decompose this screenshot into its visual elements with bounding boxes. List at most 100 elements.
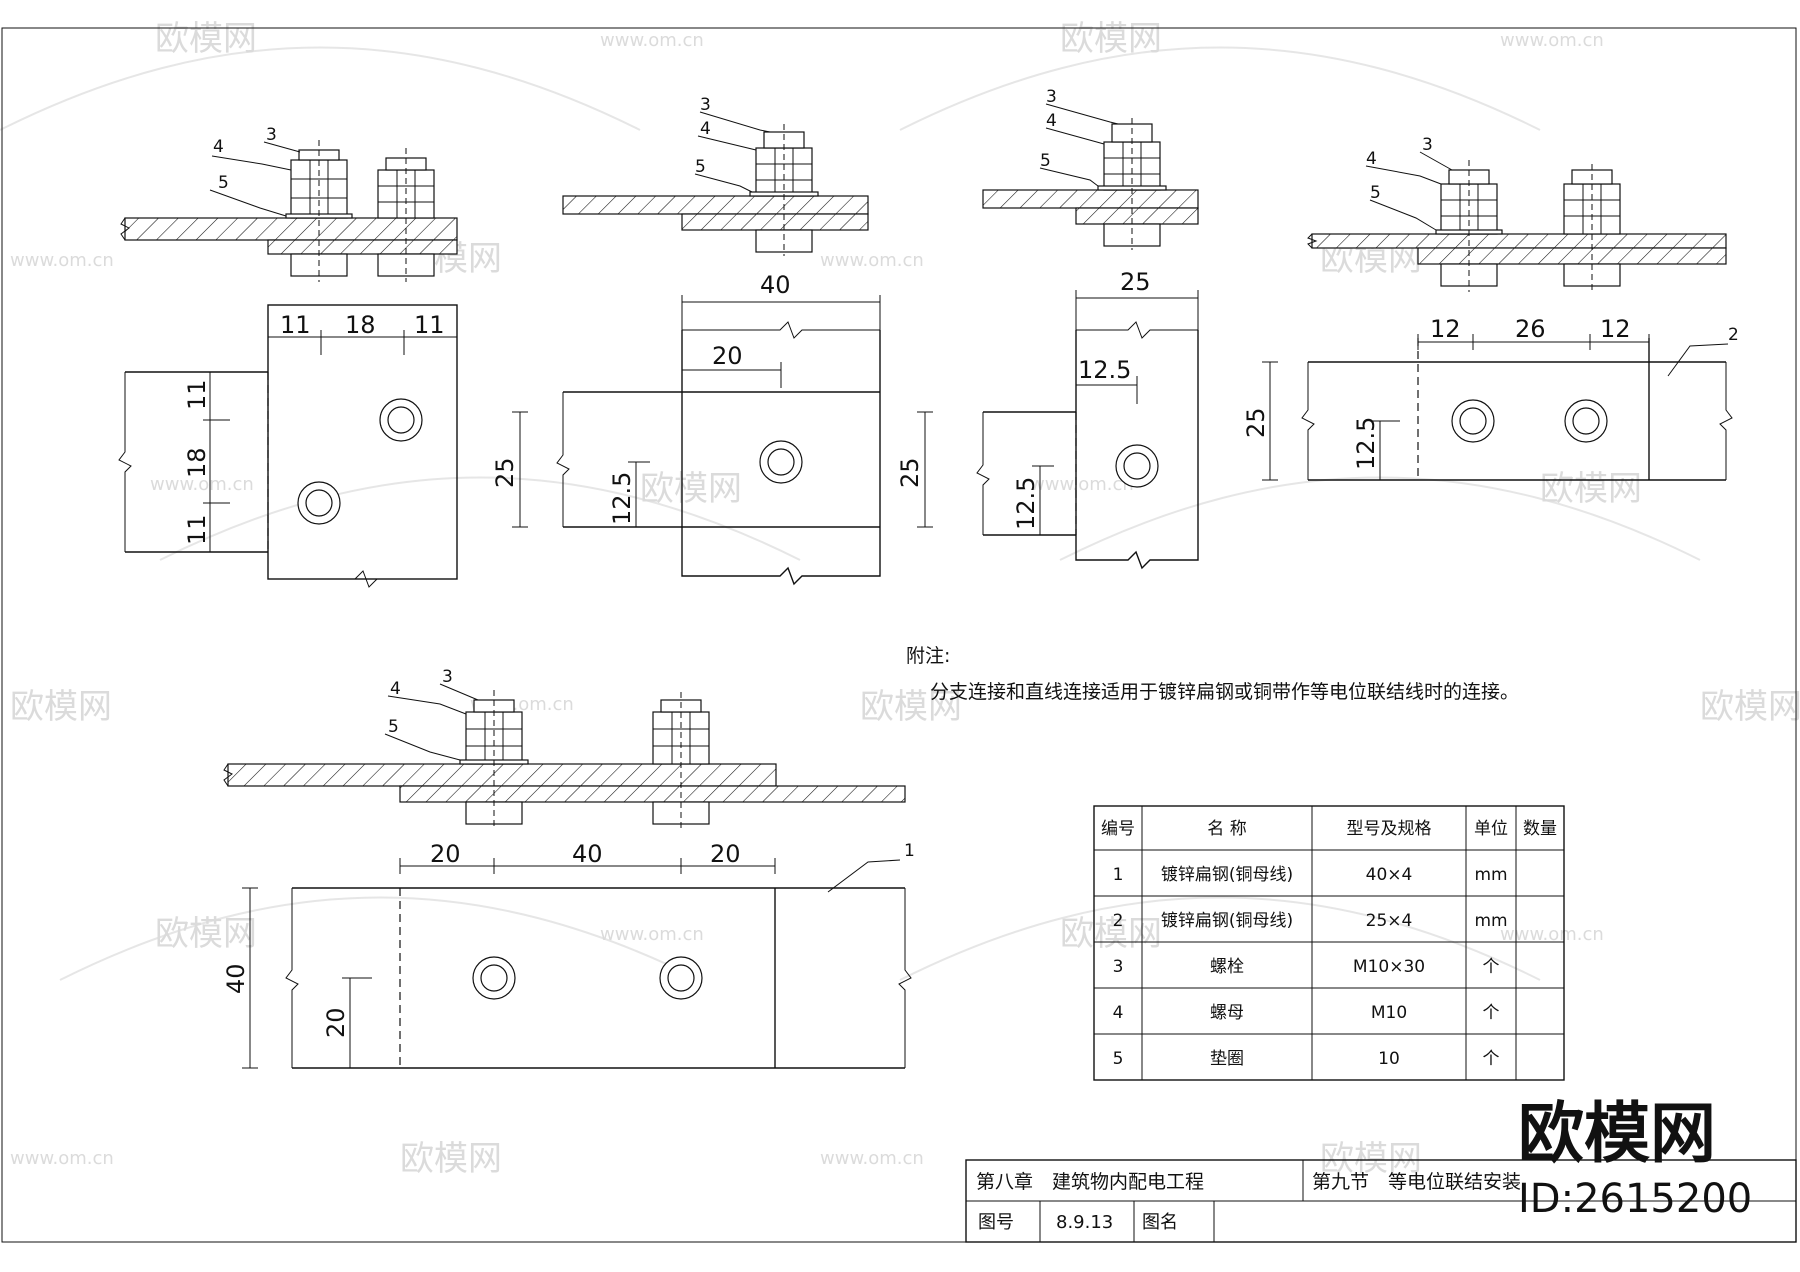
table-header-cell: 数量 <box>1523 819 1557 839</box>
table-cell: M10×30 <box>1353 957 1425 977</box>
table-cell: 4 <box>1113 1003 1124 1023</box>
table-cell: 40×4 <box>1366 865 1413 885</box>
view-4-plan: 12 26 12 2 25 12.5 <box>1242 315 1739 481</box>
view-1-plan: 11 18 11 11 18 11 <box>118 304 458 588</box>
table-header-cell: 单位 <box>1474 819 1508 839</box>
watermark-site: www.om.cn <box>600 30 704 51</box>
sheet-border <box>1 27 1797 1243</box>
table-cell: 2 <box>1113 911 1124 931</box>
watermark-brand: 欧模网 <box>860 687 962 727</box>
watermark-stamp: 欧模网 ID:2615200 <box>1518 1095 1752 1222</box>
callout-label: 3 <box>1422 135 1433 155</box>
view-2: 3 4 5 40 20 25 12.5 25 <box>491 95 933 586</box>
callout-label: 3 <box>266 125 277 145</box>
table-cell: 垫圈 <box>1210 1049 1244 1069</box>
note-block: 附注: 分支连接和直线连接适用于镀锌扁钢或铜带作等电位联结线时的连接。 <box>906 645 1519 703</box>
watermark-site: www.om.cn <box>10 250 114 271</box>
watermark-site: www.om.cn <box>1500 30 1604 51</box>
view-1-section: 4 3 5 <box>120 125 458 282</box>
note-heading: 附注: <box>906 645 950 667</box>
callout-label: 5 <box>218 173 229 193</box>
dimension-label: 12 <box>1600 315 1631 343</box>
watermark-site: www.om.cn <box>10 1148 114 1169</box>
watermark-brand: 欧模网 <box>1060 914 1162 954</box>
view-2-plan: 40 20 25 12.5 25 <box>491 271 933 586</box>
table-row: 3 螺栓 M10×30 个 <box>1113 957 1500 977</box>
watermark-site: www.om.cn <box>1500 924 1604 945</box>
drawing-number-label: 图号 <box>978 1212 1014 1233</box>
title-chapter: 第八章 建筑物内配电工程 <box>976 1171 1204 1193</box>
watermark-site: www.om.cn <box>820 250 924 271</box>
dimension-label: 40 <box>572 840 603 868</box>
watermark-brand: 欧模网 <box>1060 19 1162 59</box>
table-cell: mm <box>1474 911 1507 931</box>
callout-label: 1 <box>904 841 915 861</box>
dimension-label: 20 <box>712 342 743 370</box>
callout-label: 4 <box>213 137 224 157</box>
view-4: 4 3 5 12 26 12 2 25 12. <box>1242 135 1739 481</box>
watermark-site: www.om.cn <box>1030 474 1134 495</box>
table-cell: 1 <box>1113 865 1124 885</box>
callout-label: 5 <box>1040 151 1051 171</box>
dimension-label: 11 <box>183 514 211 545</box>
table-row: 1 镀锌扁钢(铜母线) 40×4 mm <box>1113 865 1508 885</box>
view-2-section: 3 4 5 <box>562 95 869 256</box>
table-row: 4 螺母 M10 个 <box>1113 1003 1500 1023</box>
dimension-label: 12.5 <box>1078 356 1131 384</box>
view-5-plan: 20 40 20 1 40 20 <box>222 840 915 1069</box>
watermark-brand-large: 欧模网 <box>1518 1095 1716 1172</box>
dimension-label: 18 <box>183 447 211 478</box>
table-row: 5 垫圈 10 个 <box>1113 1049 1500 1069</box>
watermark-id: ID:2615200 <box>1518 1176 1752 1222</box>
table-header: 编号 名 称 型号及规格 单位 数量 <box>1101 819 1557 839</box>
parts-table: 编号 名 称 型号及规格 单位 数量 1 镀锌扁钢(铜母线) 40×4 mm 2… <box>1093 805 1565 1081</box>
dimension-label: 25 <box>491 457 519 488</box>
view-5: 4 3 5 20 40 20 1 40 20 <box>222 667 915 1069</box>
watermark-site: www.om.cn <box>150 474 254 495</box>
view-1: 4 3 5 11 18 11 11 18 11 <box>118 125 458 588</box>
dimension-label: 20 <box>710 840 741 868</box>
dimension-label: 40 <box>222 963 250 994</box>
table-header-cell: 型号及规格 <box>1347 819 1432 839</box>
table-cell: 螺母 <box>1210 1003 1244 1023</box>
watermark-brand: 欧模网 <box>400 1139 502 1179</box>
title-section: 第九节 等电位联结安装 <box>1312 1171 1521 1193</box>
dimension-label: 11 <box>280 311 311 339</box>
callout-label: 5 <box>388 717 399 737</box>
table-cell: mm <box>1474 865 1507 885</box>
callout-label: 4 <box>700 119 711 139</box>
dimension-label: 18 <box>345 311 376 339</box>
watermark-brand: 欧模网 <box>155 914 257 954</box>
table-cell: 3 <box>1113 957 1124 977</box>
table-cell: 镀锌扁钢(铜母线) <box>1161 865 1293 885</box>
dimension-label: 11 <box>414 311 445 339</box>
callout-label: 2 <box>1728 325 1739 345</box>
watermark-site: www.om.cn <box>600 924 704 945</box>
table-cell: 螺栓 <box>1210 957 1244 977</box>
table-cell: M10 <box>1371 1003 1407 1023</box>
table-cell: 10 <box>1378 1049 1400 1069</box>
dimension-label: 25 <box>1120 268 1151 296</box>
dimension-label: 20 <box>322 1007 350 1038</box>
dimension-label: 26 <box>1515 315 1546 343</box>
view-3: 3 4 5 25 12.5 12.5 <box>976 87 1199 570</box>
watermark-brand: 欧模网 <box>1700 687 1800 727</box>
callout-label: 3 <box>442 667 453 687</box>
dimension-label: 12 <box>1430 315 1461 343</box>
dimension-label: 12.5 <box>1012 477 1040 530</box>
callout-label: 4 <box>1046 111 1057 131</box>
watermark-layer: 欧模网 欧模网 www.om.cn www.om.cn 欧模网 欧模网 www.… <box>0 19 1800 1179</box>
callout-label: 3 <box>700 95 711 115</box>
drawing-name-label: 图名 <box>1142 1212 1178 1233</box>
table-cell: 5 <box>1113 1049 1124 1069</box>
dimension-label: 20 <box>430 840 461 868</box>
dimension-label: 25 <box>896 457 924 488</box>
dimension-label: 40 <box>760 271 791 299</box>
watermark-brand: 欧模网 <box>1320 1139 1422 1179</box>
dimension-label: 12.5 <box>608 472 636 525</box>
table-cell: 25×4 <box>1366 911 1413 931</box>
title-block: 第八章 建筑物内配电工程 第九节 等电位联结安装 图号 8.9.13 图名 <box>965 1159 1797 1243</box>
drawing-number: 8.9.13 <box>1056 1212 1113 1233</box>
callout-label: 4 <box>390 679 401 699</box>
